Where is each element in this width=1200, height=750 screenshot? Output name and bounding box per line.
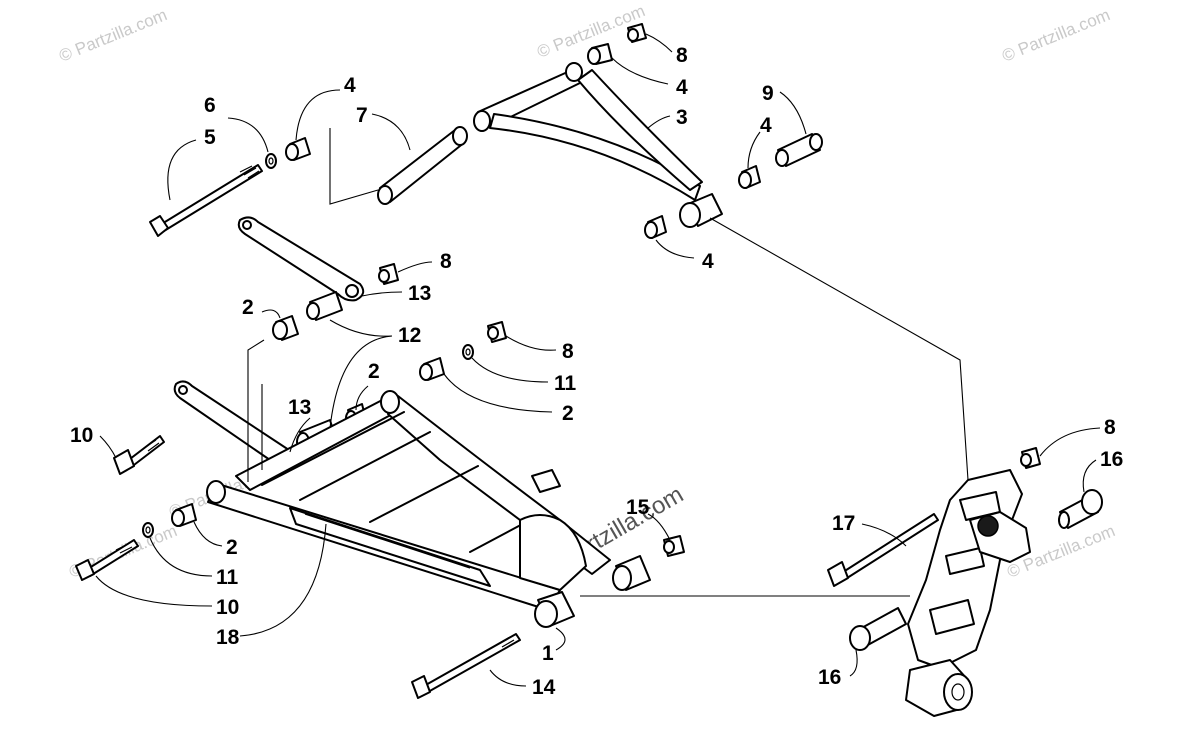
nut-8d: [1020, 447, 1041, 469]
leader-4-left: [295, 89, 341, 141]
bolt-10b: [113, 435, 165, 475]
assembly-line-link-top: [247, 339, 265, 482]
leader-3: [647, 115, 671, 129]
callout-2-left: 2: [226, 536, 238, 559]
leader-10-bottom: [95, 575, 213, 607]
callout-13-mid: 13: [288, 396, 311, 419]
washer-11a: [142, 522, 154, 538]
upper-a-arm: [473, 62, 723, 228]
callout-16-top: 16: [1100, 448, 1123, 471]
callout-4-bottom: 4: [702, 250, 714, 273]
callout-8-spindle: 8: [1104, 416, 1116, 439]
spindle-knuckle: [905, 469, 1031, 717]
callout-13-top: 13: [408, 282, 431, 305]
callout-4-left: 4: [344, 74, 356, 97]
leader-2-top: [261, 309, 281, 319]
leader-13-top: [361, 291, 403, 297]
leader-6: [227, 117, 269, 153]
callout-7: 7: [356, 104, 368, 127]
bushing-2a: [272, 315, 299, 341]
callout-18: 18: [216, 626, 240, 649]
watermark-top-left: © Partzilla.com: [56, 5, 169, 66]
leader-18: [239, 523, 327, 637]
callout-2-right: 2: [562, 402, 574, 425]
callout-14: 14: [532, 676, 556, 699]
bushing-2c: [171, 503, 197, 527]
leader-12b: [329, 335, 393, 429]
callout-12: 12: [398, 324, 421, 347]
leader-17: [861, 523, 907, 547]
leader-11-left: [149, 537, 213, 577]
callout-6: 6: [204, 94, 216, 117]
leader-14: [489, 669, 527, 687]
upper-bolt-5: [149, 164, 263, 237]
upper-washer-6: [265, 153, 277, 169]
bushing-16a: [1058, 489, 1103, 529]
callout-8-mid: 8: [440, 250, 452, 273]
leader-10-top: [99, 435, 117, 459]
lower-a-arm: [206, 390, 651, 628]
leader-12: [329, 319, 393, 337]
callout-1: 1: [542, 642, 554, 665]
upper-bushing-4b: [587, 43, 613, 65]
upper-pin-7: [377, 126, 468, 205]
leader-2-mid: [355, 385, 369, 411]
upper-bushing-4d: [644, 215, 667, 239]
bolt-10a: [75, 539, 139, 581]
callout-17: 17: [832, 512, 855, 535]
leader-15: [647, 513, 671, 541]
callout-2-top: 2: [242, 296, 254, 319]
leader-7: [371, 113, 411, 151]
upper-sleeve-9: [775, 133, 823, 167]
upper-bushing-4a: [285, 137, 311, 161]
callout-11-left: 11: [216, 566, 239, 589]
callout-10-bottom: 10: [216, 596, 239, 619]
callout-15: 15: [626, 496, 650, 519]
callout-10-top: 10: [70, 424, 93, 447]
lower-link-13: [173, 380, 296, 468]
bushing-2d: [419, 357, 445, 381]
leader-4-bottom: [655, 239, 695, 259]
leader-2-left: [193, 521, 223, 547]
leader-4-top: [611, 57, 669, 85]
callout-8-top: 8: [676, 44, 688, 67]
leader-16-bottom: [849, 649, 858, 677]
leader-1: [555, 627, 566, 651]
leader-13-mid: [289, 417, 311, 453]
leader-8-top: [645, 33, 673, 53]
callout-4-right: 4: [760, 114, 772, 137]
nut-15: [663, 535, 685, 557]
bolt-14: [411, 633, 521, 699]
upper-nut-8: [627, 23, 647, 43]
leader-11-right: [471, 357, 549, 383]
bushing-16b: [849, 607, 907, 651]
leader-8-mid: [397, 261, 433, 273]
leader-2-right: [443, 373, 553, 413]
washer-11b: [462, 344, 474, 360]
leader-5: [167, 139, 197, 201]
upper-link-13: [237, 216, 365, 302]
callout-11-right: 11: [554, 372, 577, 395]
upper-bushing-4c: [738, 165, 761, 189]
bolt-17: [827, 513, 939, 587]
leader-8-spindle: [1039, 427, 1101, 457]
leader-4-right: [747, 131, 761, 169]
callout-4-top: 4: [676, 76, 688, 99]
callout-2-mid: 2: [368, 360, 380, 383]
assembly-line-upper: [709, 217, 969, 481]
leader-8-right: [505, 335, 557, 351]
leader-16-top: [1082, 459, 1097, 493]
watermark-top-right: © Partzilla.com: [999, 5, 1112, 66]
nut-8c: [487, 321, 507, 343]
callout-9: 9: [762, 82, 774, 105]
callout-8-right: 8: [562, 340, 574, 363]
callout-16-bottom: 16: [818, 666, 841, 689]
assembly-line-upper-left: [329, 128, 379, 205]
leader-9: [779, 91, 807, 135]
callout-3: 3: [676, 106, 688, 129]
bushing-12a: [306, 291, 343, 321]
callout-5: 5: [204, 126, 216, 149]
upper-nut-8b: [378, 263, 399, 285]
